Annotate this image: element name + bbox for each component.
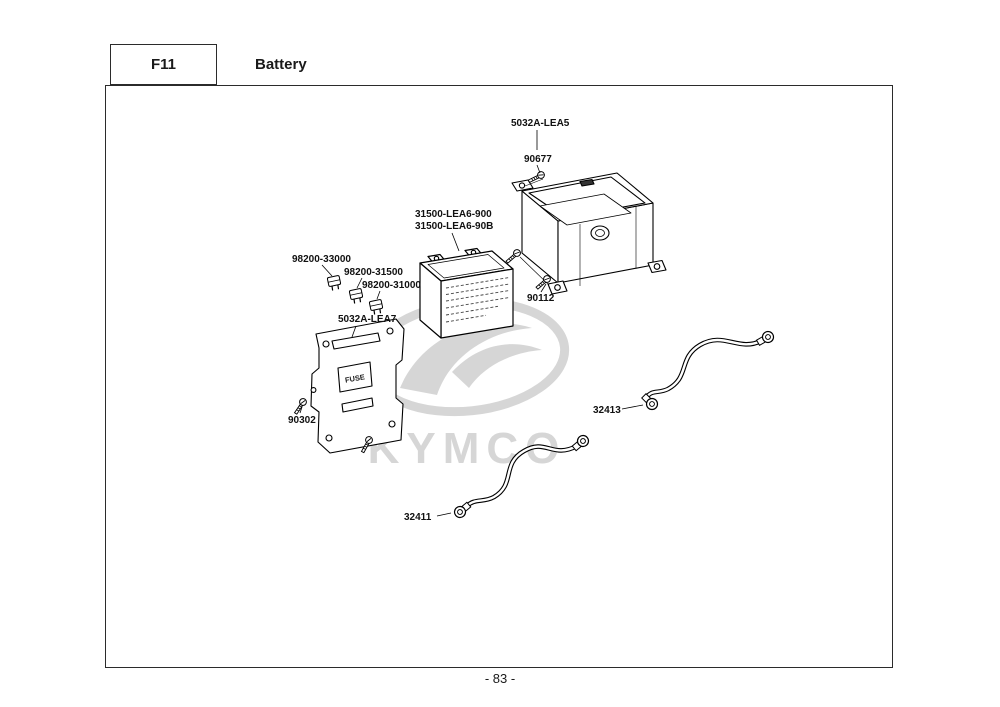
- leader-line: [621, 404, 644, 410]
- screw-90302: [293, 397, 308, 416]
- bracket-fuse-box: [337, 361, 373, 393]
- leader-line: [351, 325, 357, 338]
- label-battery-box: 5032A-LEA5: [511, 118, 570, 129]
- battery-box-part: [511, 172, 667, 295]
- cable-32413-part: [639, 328, 777, 413]
- label-fuse-a: 98200-33000: [292, 254, 351, 265]
- bracket-lower-slot: [341, 397, 374, 413]
- leader-line: [540, 283, 547, 293]
- cable-32411-part: [451, 432, 592, 521]
- label-battery-screw: 90112: [527, 293, 555, 304]
- cable-32413-terminal: [754, 328, 777, 349]
- leader-line: [436, 512, 452, 517]
- leader-line: [299, 406, 303, 414]
- bracket-top-slot: [331, 332, 381, 350]
- axis-line: [524, 178, 544, 187]
- bracket-part: [310, 318, 405, 454]
- leader-lines: [299, 130, 644, 517]
- screw-90112: [535, 272, 553, 293]
- box-top-tab-hole: [518, 182, 526, 189]
- label-bracket-screw: 90302: [288, 415, 316, 426]
- cable-32413-outline: [643, 337, 764, 401]
- label-battery-model-b: 31500-LEA6-90B: [415, 221, 493, 232]
- diagram-frame: [105, 85, 893, 668]
- bracket-fuse-marking: FUSE: [344, 372, 365, 384]
- section-code: F11: [150, 56, 177, 73]
- label-fuse-c: 98200-31000: [362, 280, 421, 291]
- box-rim-slot: [579, 178, 595, 187]
- bracket-hole: [325, 434, 333, 442]
- leader-line: [321, 264, 333, 277]
- bracket-hole: [386, 327, 394, 335]
- battery-front-face: [440, 268, 514, 339]
- battery-left-face: [419, 262, 442, 339]
- part-labels: 5032A-LEA5 90677 31500-LEA6-900 31500-LE…: [288, 118, 621, 523]
- cable-32411-core: [465, 444, 579, 508]
- bracket-hole: [388, 420, 396, 428]
- bracket-hole: [310, 387, 317, 393]
- fuse-98200-33000: [326, 274, 343, 292]
- label-box-screw: 90677: [524, 154, 552, 165]
- battery-label-print: [445, 277, 510, 323]
- battery-lid-inset: [427, 254, 505, 279]
- watermark-wing-small: [452, 344, 542, 388]
- page-number: - 83 -: [484, 671, 516, 686]
- label-cable-upper: 32413: [593, 405, 621, 416]
- battery-part: [419, 247, 514, 339]
- leader-line: [356, 277, 363, 289]
- cable-32413-core: [644, 338, 763, 400]
- label-bracket: 5032A-LEA7: [338, 314, 397, 325]
- watermark-wing-large: [400, 323, 532, 395]
- page-title: Battery: [255, 56, 307, 73]
- label-fuse-b: 98200-31500: [344, 267, 403, 278]
- fuse-98200-31000: [368, 298, 385, 316]
- leader-line: [536, 164, 541, 174]
- box-hole-inner: [595, 229, 605, 237]
- label-cable-lower: 32411: [404, 512, 432, 523]
- box-bottom-tab-hole: [653, 263, 661, 270]
- section-code-box: F11: [110, 44, 217, 85]
- box-floor: [539, 193, 632, 226]
- leader-line: [376, 290, 381, 300]
- screw-box-lower: [505, 246, 523, 267]
- box-bottom-tab-hole: [554, 284, 561, 291]
- label-battery-model-a: 31500-LEA6-900: [415, 209, 492, 220]
- leader-line: [451, 232, 460, 252]
- bracket-hole: [322, 340, 330, 348]
